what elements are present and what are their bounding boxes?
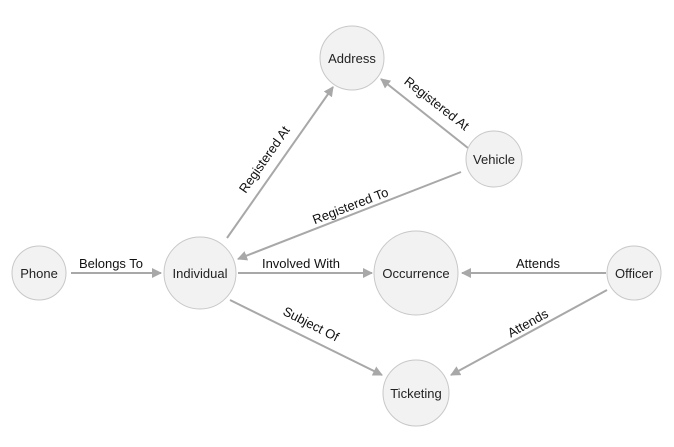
edge-label-involved-with: Involved With [262,256,340,271]
node-phone[interactable]: Phone [11,245,67,301]
node-officer-label: Officer [615,266,654,281]
node-ticketing[interactable]: Ticketing [382,359,450,427]
edge-label-officer-attends-occurrence: Attends [516,256,561,271]
node-vehicle[interactable]: Vehicle [465,130,523,188]
node-address[interactable]: Address [319,25,385,91]
edge-individual-address[interactable] [226,86,334,239]
node-address-circle[interactable] [319,25,385,91]
node-ticketing-label: Ticketing [390,386,442,401]
edge-officer-ticketing[interactable] [450,289,608,376]
node-occurrence-label: Occurrence [382,266,449,281]
edge-label-registered-to: Registered To [310,184,390,227]
edge-label-belongs-to: Belongs To [79,256,143,271]
node-occurrence[interactable]: Occurrence [373,230,459,316]
edge-labels: Belongs To Registered At Registered At R… [79,74,561,345]
node-phone-label: Phone [20,266,58,281]
node-officer-circle[interactable] [606,245,662,301]
node-ticketing-circle[interactable] [382,359,450,427]
edges [71,78,608,376]
node-phone-circle[interactable] [11,245,67,301]
node-occurrence-circle[interactable] [373,230,459,316]
edge-vehicle-address[interactable] [380,78,469,149]
edge-individual-ticketing[interactable] [229,299,383,376]
node-individual-label: Individual [173,266,228,281]
node-address-label: Address [328,51,376,66]
node-individual[interactable]: Individual [163,236,237,310]
edge-label-officer-attends-ticketing: Attends [505,306,551,341]
node-individual-circle[interactable] [163,236,237,310]
edge-vehicle-individual[interactable] [237,171,462,261]
edge-label-subject-of: Subject Of [281,304,342,345]
node-officer[interactable]: Officer [606,245,662,301]
node-vehicle-circle[interactable] [465,130,523,188]
node-vehicle-label: Vehicle [473,152,515,167]
